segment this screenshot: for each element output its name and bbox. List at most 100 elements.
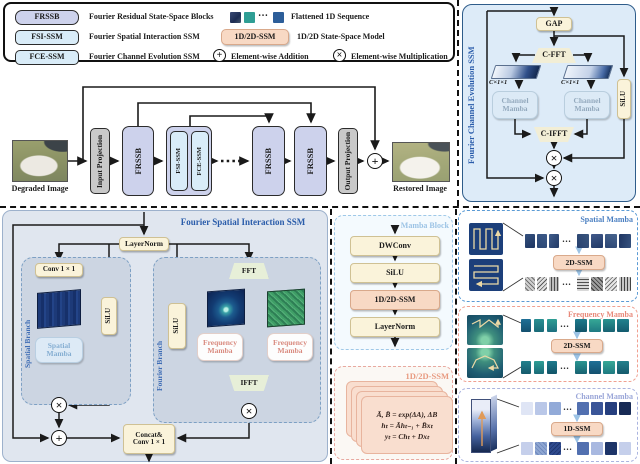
sequence-patch <box>549 234 559 248</box>
legend-chip-ssm: 1D/2D-SSM <box>221 29 289 45</box>
spatial-branch-label: Spatial Branch <box>23 319 32 369</box>
layernorm-box: LayerNorm <box>350 317 440 337</box>
fce-panel: Fourier Channel Evolution SSM GAP C-FFT <box>462 4 636 202</box>
sequence-dots: … <box>560 361 570 371</box>
formula-line-2: hₜ = Āhₜ₋₁ + B̄xₜ <box>381 420 433 430</box>
1d-ssm-box: 1D-SSM <box>551 422 603 436</box>
output-projection-label: Output Projection <box>343 131 353 191</box>
sequence-patch <box>591 442 603 455</box>
ssm-formula-title: 1D/2D-SSM <box>405 371 449 381</box>
sequence-patch <box>605 234 617 248</box>
silu-box-fce: SiLU <box>617 79 631 119</box>
main-pipeline: Degraded Image Input Projection FRSSB FS… <box>0 62 456 207</box>
degraded-image <box>12 140 68 182</box>
restored-image <box>392 142 450 182</box>
input-projection-box: Input Projection <box>90 128 110 194</box>
separator-horizontal <box>0 206 640 208</box>
degraded-image-label: Degraded Image <box>11 184 69 193</box>
scan-pattern-image-freq-2 <box>467 348 503 378</box>
sequence-patch <box>577 402 589 415</box>
concat-conv-box: Concat& Conv 1 × 1 <box>123 424 175 454</box>
multiply-glyph: × <box>550 171 558 185</box>
channel-mamba-panel: Channel Mamba … 1D-SSM … <box>458 388 638 462</box>
sequence-patch <box>575 319 587 332</box>
scan-pattern-image-freq-1 <box>467 315 503 345</box>
multiply-icon: × <box>546 170 562 186</box>
amplitude-spectrum-image <box>207 288 245 328</box>
spatial-mamba-box: Spatial Mamba <box>35 337 83 363</box>
sequence-patch <box>547 319 557 332</box>
multiply-glyph: × <box>550 151 558 165</box>
sequence-patch <box>575 361 587 374</box>
legend-box: FRSSB Fourier Residual State-Space Block… <box>3 2 455 65</box>
dwconv-box: DWConv <box>350 236 440 256</box>
legend-label-ssm: 1D/2D State-Space Model <box>297 32 385 41</box>
sequence-patch <box>591 234 603 248</box>
silu-box-spatial: SiLU <box>101 297 117 335</box>
add-glyph: + <box>216 49 223 61</box>
channel-mamba-box-2: Channel Mamba <box>564 91 610 119</box>
add-icon: + <box>51 430 67 446</box>
sequence-patch <box>535 402 547 415</box>
frequency-mamba-panel: Frequency Mamba … 2D-SSM … <box>458 306 638 382</box>
flattened-square-1 <box>230 12 241 23</box>
cifft-box: C-IFFT <box>534 127 574 142</box>
sequence-patch <box>619 277 631 291</box>
sequence-patch <box>577 442 589 455</box>
channel-tensor-left <box>490 65 542 79</box>
spatial-mamba-title: Spatial Mamba <box>580 215 633 224</box>
sequence-patch <box>605 402 617 415</box>
add-glyph: + <box>55 431 63 445</box>
scan-pattern-image-horizontal <box>469 259 503 291</box>
silu-label: SiLU <box>104 308 113 324</box>
input-projection-label: Input Projection <box>95 134 105 188</box>
frequency-mamba-box-1: Frequency Mamba <box>197 333 243 361</box>
separator-vertical-right <box>455 209 457 464</box>
ssm-box: 1D/2D-SSM <box>350 290 440 310</box>
mamba-block-arrows <box>390 224 400 348</box>
sequence-patch <box>534 319 544 332</box>
multiply-icon: × <box>241 403 257 419</box>
multiply-icon: × <box>546 150 562 166</box>
sequence-patch <box>525 234 535 248</box>
sequence-dots: … <box>562 234 572 244</box>
sequence-patch <box>549 402 561 415</box>
legend-label-fsi: Fourier Spatial Interaction SSM <box>89 32 200 41</box>
legend-chip-fce: FCE-SSM <box>15 50 79 65</box>
sequence-patch <box>619 442 631 455</box>
fsi-panel: Fourier Spatial Interaction SSM <box>2 210 328 463</box>
channel-scan-lines <box>496 398 581 454</box>
legend-chip-frssb: FRSSB <box>15 10 79 25</box>
sequence-patch <box>521 361 531 374</box>
sequence-patch <box>591 277 603 291</box>
legend-label-frssb: Fourier Residual State-Space Blocks <box>89 12 214 21</box>
fsi-fce-group: FSI-SSM FCE-SSM <box>166 126 212 196</box>
ssm-formula-panel: 1D/2D-SSM Ā, B̄ = exp(ΔA), ΔB hₜ = Āhₜ₋₁… <box>334 366 453 460</box>
scan-pattern-image-vertical <box>469 223 503 255</box>
legend-chip-fsi: FSI-SSM <box>15 30 79 45</box>
frssb-label: FRSSB <box>305 147 316 175</box>
sequence-dots: … <box>560 319 570 329</box>
spatial-scan-lines <box>502 222 583 292</box>
sequence-patch <box>589 361 601 374</box>
layernorm-box: LayerNorm <box>119 237 169 251</box>
multiply-icon: × <box>333 49 346 62</box>
silu-label: SiLU <box>172 318 181 334</box>
spatial-feature-image <box>37 289 81 329</box>
sequence-patch <box>617 319 629 332</box>
conv1x1-box: Conv 1 × 1 <box>35 263 83 277</box>
sequence-patch <box>521 402 533 415</box>
dim-label-left: C×1×1 <box>489 79 508 86</box>
fft-box: FFT <box>229 263 269 279</box>
sequence-patch <box>589 319 601 332</box>
sequence-patch <box>547 361 557 374</box>
silu-box: SiLU <box>350 263 440 283</box>
frssb-block-3: FRSSB <box>294 126 327 196</box>
pipeline-arrows <box>68 86 390 166</box>
legend-label-flattened: Flattened 1D Sequence <box>291 12 370 21</box>
restored-image-label: Restored Image <box>393 184 447 193</box>
sequence-patch <box>521 319 531 332</box>
2d-ssm-box: 2D-SSM <box>553 255 605 270</box>
sequence-dots: … <box>563 442 573 452</box>
